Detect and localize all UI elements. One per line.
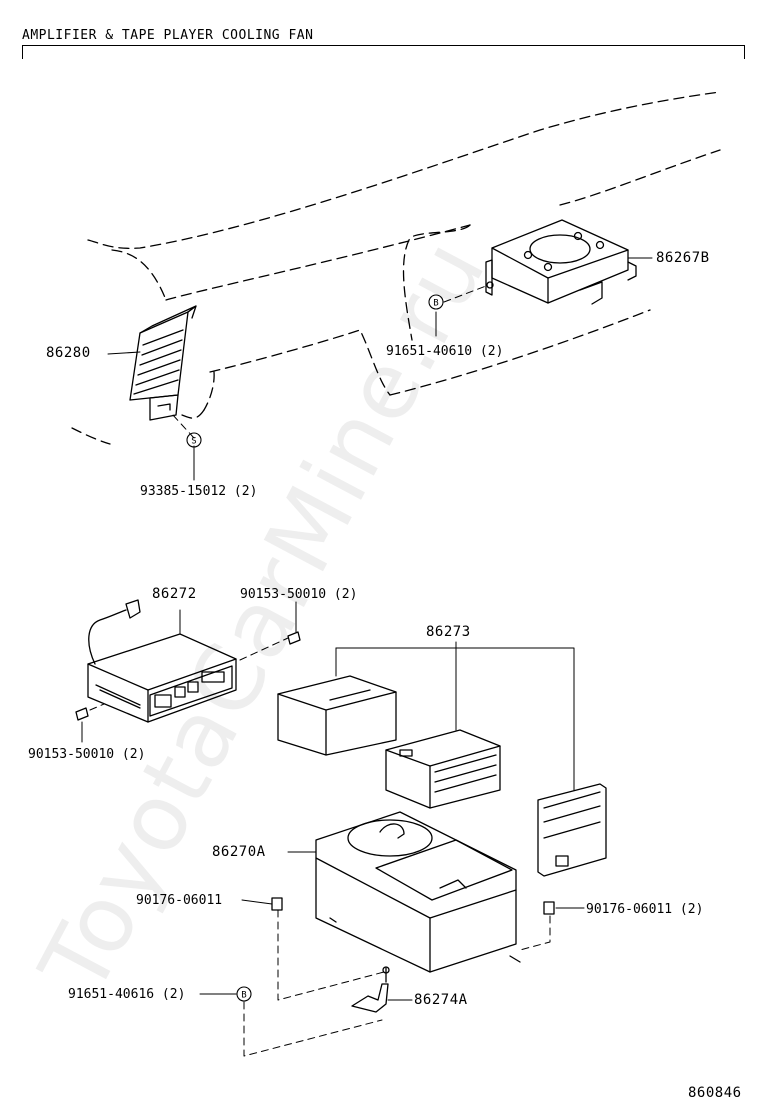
part-86273-front-panel bbox=[537, 783, 607, 877]
frame-left-tick bbox=[22, 45, 23, 59]
part-86270A-case bbox=[315, 811, 521, 973]
label-86272: 86272 bbox=[152, 586, 197, 602]
label-93385-15012: 93385-15012 (2) bbox=[140, 484, 258, 499]
frame-top-border bbox=[22, 45, 744, 46]
label-86280: 86280 bbox=[46, 345, 91, 361]
part-86273-deck-unit bbox=[385, 729, 501, 809]
frame-right-tick bbox=[744, 45, 745, 59]
symbol-markers bbox=[186, 294, 444, 1002]
label-90153-50010-top: 90153-50010 (2) bbox=[240, 587, 358, 602]
leader-lines bbox=[81, 257, 653, 1001]
label-90176-06011-right: 90176-06011 (2) bbox=[586, 902, 704, 917]
diagram-title: AMPLIFIER & TAPE PLAYER COOLING FAN bbox=[22, 28, 314, 43]
label-91651-40616: 91651-40616 (2) bbox=[68, 987, 186, 1002]
label-86267B: 86267B bbox=[656, 250, 710, 266]
part-86273-cover-box bbox=[277, 675, 397, 756]
b-mark-symbol-lower: B bbox=[241, 991, 246, 1001]
label-90176-06011-left: 90176-06011 bbox=[136, 893, 223, 908]
b-mark-symbol: B bbox=[433, 299, 438, 309]
fasteners bbox=[75, 631, 555, 915]
part-86274A-bracket bbox=[351, 966, 390, 1013]
label-90153-50010-bottom: 90153-50010 (2) bbox=[28, 747, 146, 762]
label-86270A: 86270A bbox=[212, 844, 266, 860]
part-86272-tape-player bbox=[87, 599, 237, 723]
label-86273: 86273 bbox=[426, 624, 471, 640]
figure-number: 860846 bbox=[688, 1085, 742, 1101]
label-86274A: 86274A bbox=[414, 992, 468, 1008]
part-86280-duct bbox=[129, 305, 197, 421]
s-mark-symbol: S bbox=[191, 437, 196, 447]
label-91651-40610: 91651-40610 (2) bbox=[386, 344, 504, 359]
vehicle-body-outline bbox=[71, 91, 721, 445]
connection-lines bbox=[89, 285, 551, 1057]
part-86267B-fan-unit bbox=[485, 219, 637, 305]
